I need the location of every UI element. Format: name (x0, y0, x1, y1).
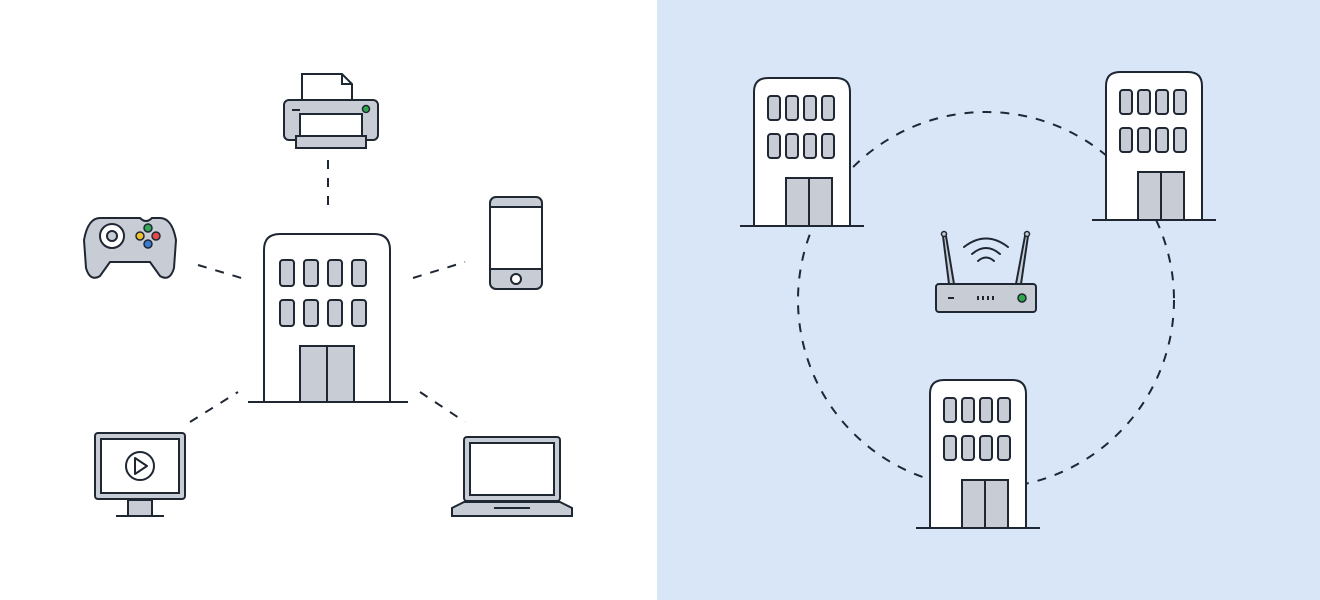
wifi-router-icon (935, 230, 1037, 313)
smartphone-icon (489, 196, 543, 290)
office-building-icon (1091, 71, 1217, 221)
link-controller (197, 264, 249, 281)
office-building-icon (739, 77, 865, 227)
ring-network-panel (657, 0, 1320, 600)
game-controller-icon (82, 217, 178, 279)
ring-network-diagram (657, 0, 1320, 600)
laptop-icon (451, 436, 573, 517)
connector-links (189, 160, 466, 423)
star-topology-diagram (0, 0, 657, 600)
office-building-icon (248, 233, 408, 403)
star-topology-panel (0, 0, 657, 600)
monitor-video-icon (94, 432, 186, 517)
printer-icon (283, 73, 379, 149)
office-building-icon (915, 379, 1041, 529)
